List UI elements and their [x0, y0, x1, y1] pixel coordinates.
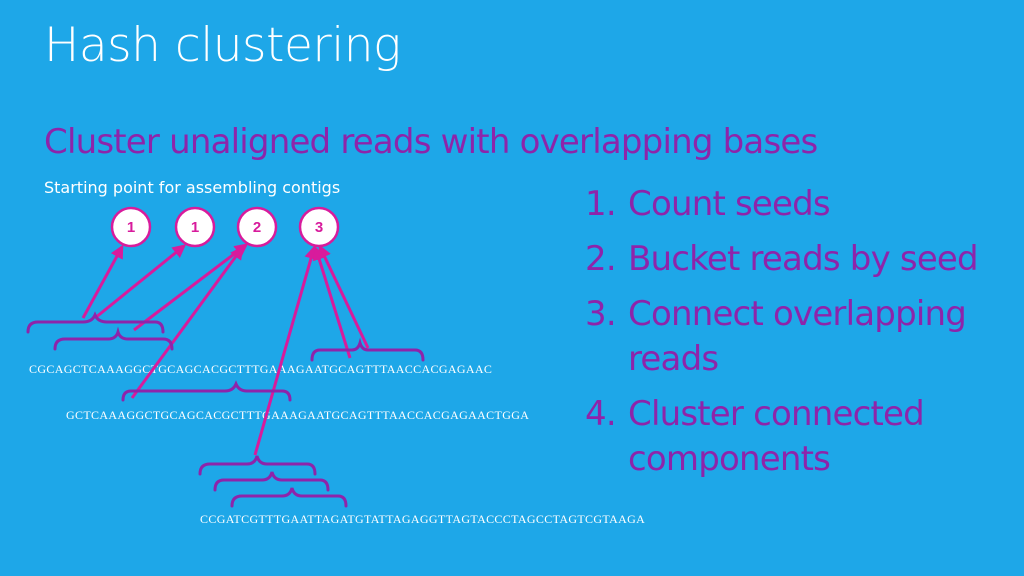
step-item: 2. Bucket reads by seed: [585, 237, 988, 282]
seed-brace: [26, 311, 165, 334]
step-number: 3.: [585, 294, 617, 334]
read-sequence-3: CCGATCGTTTGAATTAGATGTATTAGAGGTTAGTACCCTA…: [200, 512, 646, 526]
cluster-node-label: 1: [191, 219, 199, 236]
seed-brace: [198, 455, 317, 476]
step-text: Bucket reads by seed: [628, 239, 979, 279]
seed-brace: [53, 326, 174, 351]
seed-arrow: [133, 243, 249, 332]
cluster-node-circle: [236, 206, 278, 248]
seed-arrow: [318, 244, 370, 349]
cluster-node-circle: [174, 206, 216, 248]
seed-arrow: [81, 244, 124, 319]
seed-brace: [230, 487, 348, 508]
step-text: Count seeds: [628, 184, 831, 224]
seed-brace: [310, 337, 425, 362]
step-number: 1.: [585, 184, 617, 224]
cluster-node-label: 3: [315, 219, 323, 236]
seed-arrow: [312, 246, 352, 359]
seed-arrow: [94, 244, 187, 320]
cluster-node-circle: [298, 206, 340, 248]
seed-brace: [213, 471, 330, 492]
seed-arrow: [253, 245, 318, 456]
step-number: 4.: [585, 394, 617, 434]
step-item: 3. Connect overlapping reads: [585, 292, 988, 382]
cluster-node-label: 1: [127, 219, 135, 236]
steps-list: 1. Count seeds 2. Bucket reads by seed 3…: [585, 182, 988, 492]
cluster-node: 1: [174, 206, 216, 248]
step-item: 1. Count seeds: [585, 182, 988, 227]
cluster-node: 2: [236, 206, 278, 248]
step-text: Cluster connected components: [628, 394, 925, 479]
cluster-node-circle: [110, 206, 152, 248]
step-text: Connect overlapping reads: [628, 294, 967, 379]
step-item: 4. Cluster connected components: [585, 392, 988, 482]
diagram-caption: Starting point for assembling contigs: [44, 178, 341, 197]
read-sequence-1: CGCAGCTCAAAGGCTGCAGCACGCTTTGAAAGAATGCAGT…: [29, 362, 493, 376]
seed-brace: [121, 380, 292, 402]
step-number: 2.: [585, 239, 617, 279]
seed-arrow: [130, 245, 244, 399]
cluster-node-label: 2: [253, 219, 261, 236]
read-sequence-2: GCTCAAAGGCTGCAGCACGCTTTGAAAGAATGCAGTTTAA…: [66, 408, 530, 422]
slide-title: Hash clustering: [44, 18, 401, 73]
slide-subtitle: Cluster unaligned reads with overlapping…: [44, 122, 818, 162]
cluster-node: 1: [110, 206, 152, 248]
cluster-node: 3: [298, 206, 340, 248]
